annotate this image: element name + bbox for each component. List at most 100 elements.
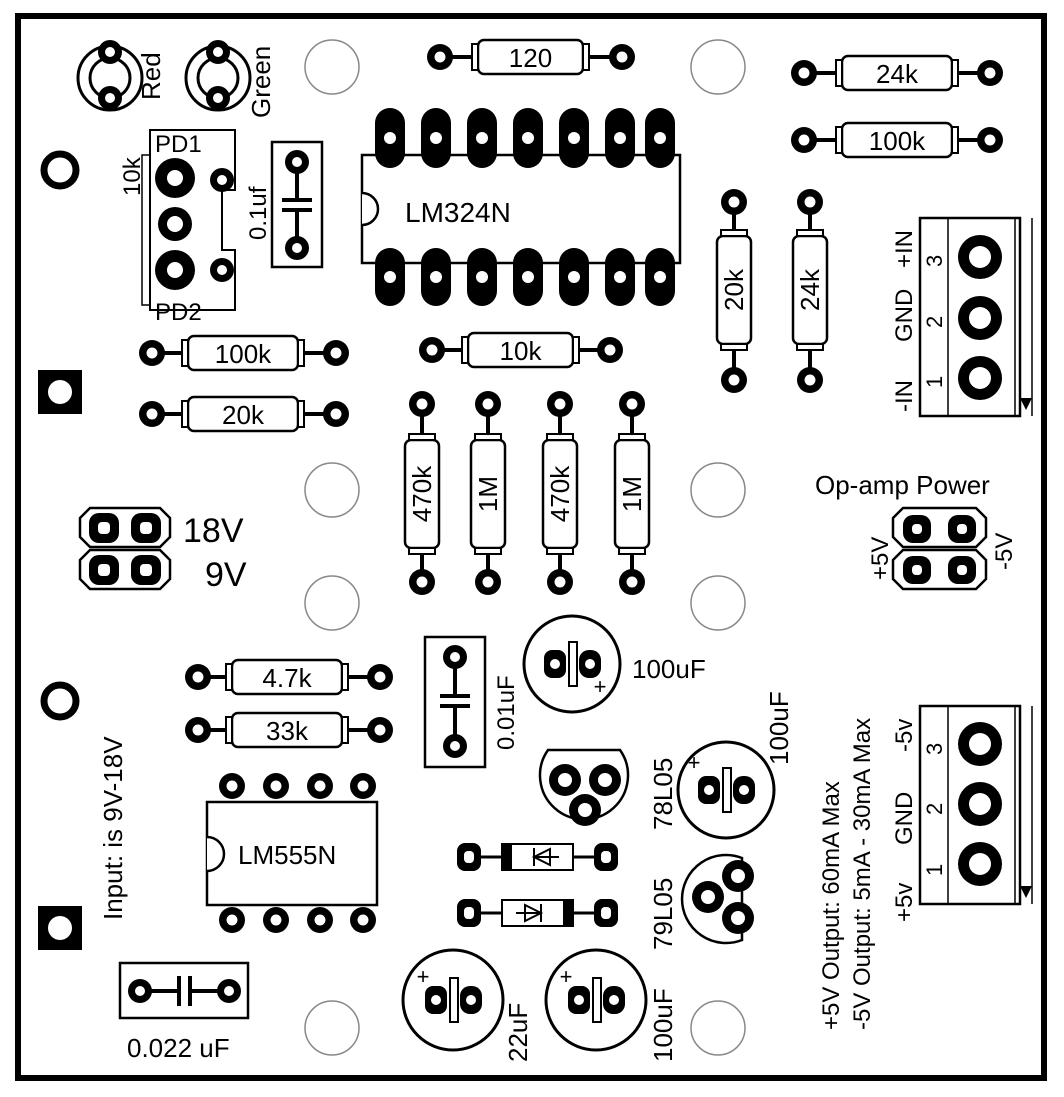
lm324-pin (375, 108, 405, 168)
lm555-pin (263, 907, 289, 933)
polarity-plus-icon: + (560, 964, 573, 989)
resistor-label-r-20k-v: 20k (719, 268, 749, 311)
lm555n-label: LM555N (238, 840, 336, 870)
output-pin-2: 2 (922, 803, 947, 815)
op-amp-power-jumper: Op-amp Power +5V -5V (815, 470, 1018, 591)
resistor-label-r-100k-top: 100k (869, 126, 926, 156)
resistor-label-r-470k-b: 470k (545, 465, 575, 522)
output-label-plus-5v: +5v (891, 883, 918, 922)
resistor-label-r-4-7k: 4.7k (262, 663, 312, 693)
resistor-r-1m-a: 1M (469, 391, 507, 595)
led-red-label: Red (136, 52, 166, 100)
terminal-block-input: 3 2 1 +IN GND -IN (891, 216, 1033, 418)
input-label-minus-in: -IN (891, 380, 918, 412)
lm324-pin (421, 108, 451, 168)
resistor-r-470k-b: 470k (541, 391, 579, 595)
lm324-pin (513, 248, 543, 306)
resistor-label-r-33k: 33k (266, 716, 309, 746)
cap-0-1uf-label: 0.1uf (245, 186, 272, 240)
lm324-pin (645, 108, 675, 168)
cap-100uf-c-label: 100uF (648, 988, 678, 1062)
electrolytic-capacitor: + (544, 948, 648, 1052)
output-note-2: -5V Output: 5mA - 30mA Max (849, 718, 876, 1030)
lm555-pin (350, 773, 376, 799)
output-label-minus-5v: -5v (891, 719, 918, 752)
resistor-r-100k-left: 100k (139, 334, 349, 372)
input-pin-2: 2 (922, 316, 947, 328)
power-pads-left (38, 150, 82, 950)
resistor-r-10k-mid: 10k (419, 331, 623, 369)
lm324-pin (467, 108, 497, 168)
mounting-holes (304, 39, 746, 1056)
led-green-label: Green (246, 46, 276, 118)
capacitor-0-01uf: 0.01uF (423, 635, 520, 769)
ic-pins (219, 108, 675, 933)
output-pin-1: 1 (922, 864, 947, 876)
resistor-r-470k-a: 470k (403, 391, 441, 595)
ic-lm555n: LM555N (205, 800, 379, 907)
polarity-plus-icon: + (688, 750, 701, 775)
resistor-label-r-1m-b: 1M (617, 476, 647, 512)
resistor-label-r-20k-left: 20k (222, 400, 265, 430)
input-pin-1: 1 (922, 376, 947, 388)
resistor-label-r-100k-left: 100k (215, 339, 272, 369)
input-label-plus-in: +IN (891, 230, 918, 268)
resistor-label-r-10k-mid: 10k (500, 336, 543, 366)
diode-top (457, 843, 618, 871)
input-pin-3: 3 (922, 255, 947, 267)
lm555-pin (263, 773, 289, 799)
resistor-label-r-24k-v: 24k (795, 268, 825, 311)
electrolytic-capacitor: + (676, 740, 776, 840)
capacitor-0-1uf: 0.1uf (245, 140, 324, 269)
cap-0-022uf-label: 0.022 uF (127, 1033, 230, 1063)
regulator-78l05: 78L05 (538, 748, 678, 830)
resistor-label-r-24k-top: 24k (876, 59, 919, 89)
cap-22uf-label: 22uF (503, 1003, 533, 1062)
resistor-r-24k-v: 24k (791, 189, 829, 393)
vertical-resistors: 20k 24k 470k 1M 470k 1M (403, 189, 829, 595)
electrolytic-capacitor: + (401, 948, 505, 1052)
resistor-r-20k-v: 20k (715, 189, 753, 393)
lm324-pin (467, 248, 497, 306)
input-label-gnd: GND (891, 289, 918, 342)
resistor-r-20k-left: 20k (139, 395, 349, 433)
polarity-plus-icon: + (417, 964, 430, 989)
lm324-pin (605, 248, 635, 306)
horizontal-resistors: 120 24k 100k 100k 10k 20k 4.7k 33k (139, 38, 1003, 749)
cap-100uf-a-label: 100uF (632, 654, 706, 684)
pot-pd1-label: PD1 (155, 131, 202, 158)
regulator-79l05: 79L05 (648, 853, 754, 950)
electrolytic-capacitor: + (522, 614, 622, 714)
resistor-r-33k: 33k (185, 711, 393, 749)
resistor-r-4-7k: 4.7k (185, 658, 393, 696)
terminal-block-output: 3 2 1 -5v GND +5v +5V Output: 60mA Max -… (818, 704, 1033, 1030)
op-amp-plus-5v: +5V (867, 537, 894, 580)
cap-0-01uf-label: 0.01uF (493, 675, 520, 750)
resistor-label-r-120: 120 (509, 43, 552, 73)
resistor-r-100k-top: 100k (791, 121, 1003, 159)
capacitor-0-022uf: 0.022 uF (118, 961, 250, 1063)
regulator-78l05-label: 78L05 (648, 758, 678, 830)
led-red: Red (76, 40, 166, 112)
op-amp-power-title: Op-amp Power (815, 470, 990, 500)
cap-100uf-b-label: 100uF (764, 691, 794, 765)
op-amp-minus-5v: -5V (991, 533, 1018, 570)
led-green: Green (184, 40, 276, 118)
pot-pd2-label: PD2 (155, 299, 202, 326)
output-pin-3: 3 (922, 743, 947, 755)
lm324-pin (559, 108, 589, 168)
resistor-r-120: 120 (427, 38, 635, 76)
lm324-pin (375, 248, 405, 306)
lm324-pin (605, 108, 635, 168)
lm324-pin (559, 248, 589, 306)
lm324-pin (513, 108, 543, 168)
lm324-pin (421, 248, 451, 306)
output-label-gnd: GND (891, 792, 918, 845)
resistor-label-r-1m-a: 1M (473, 476, 503, 512)
electrolytic-capacitors: + + + + (401, 614, 776, 1052)
potentiometer: 10k PD1 PD2 (119, 129, 236, 326)
diode-bottom (457, 899, 618, 927)
output-note-1: +5V Output: 60mA Max (818, 781, 845, 1030)
pot-value-label: 10k (119, 156, 146, 196)
lm324n-label: LM324N (405, 197, 511, 228)
